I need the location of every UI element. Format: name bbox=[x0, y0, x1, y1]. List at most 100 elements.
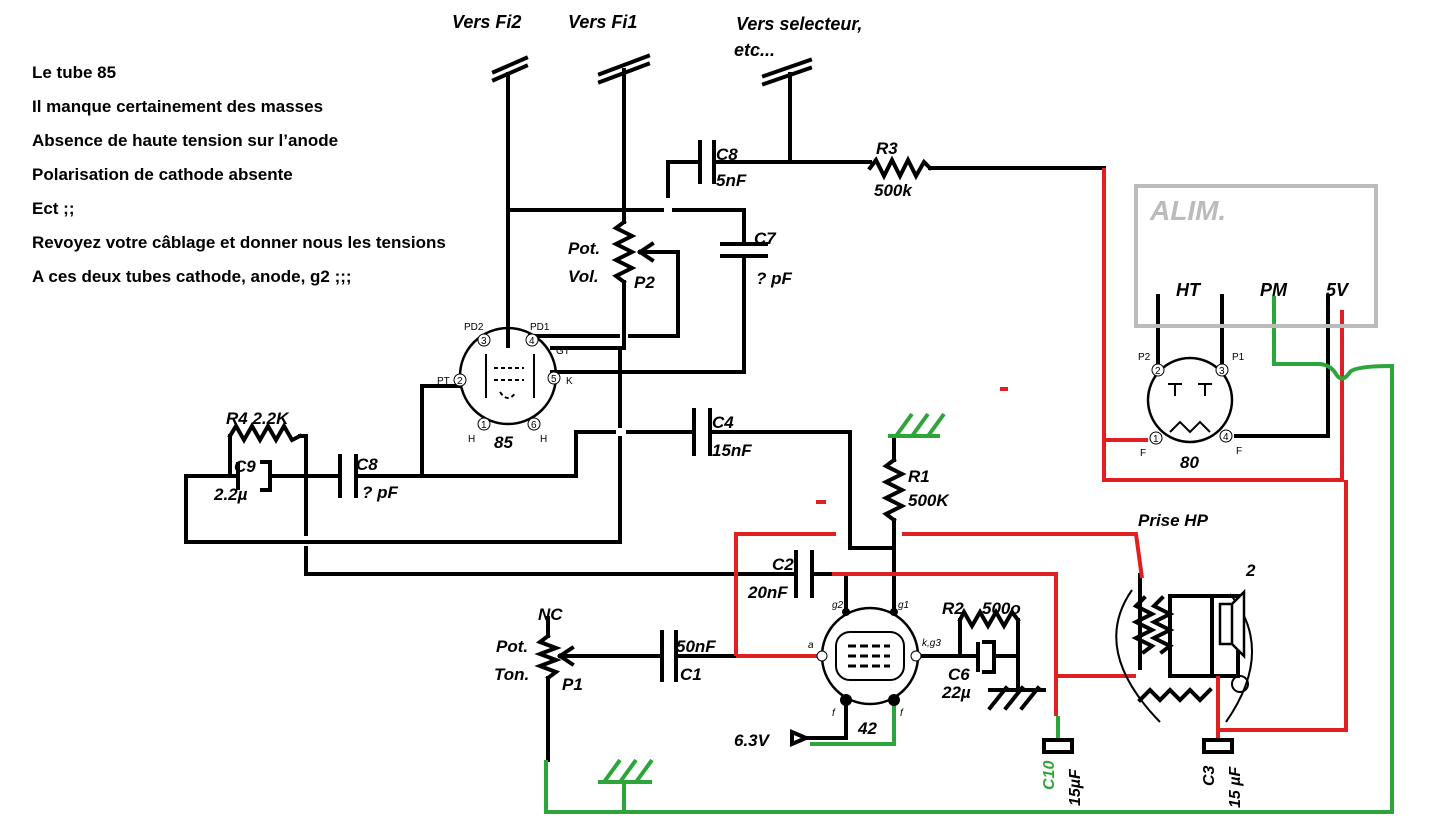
label-c1: C1 bbox=[680, 665, 702, 684]
ground-symbols bbox=[598, 412, 1046, 784]
arrow-left-icon bbox=[790, 728, 812, 748]
pin-label: PT bbox=[437, 376, 450, 387]
label-p1: P1 bbox=[562, 675, 583, 694]
label-alim: ALIM. bbox=[1149, 195, 1226, 226]
label-pot-vol-2: Vol. bbox=[568, 267, 599, 286]
label-prise-hp: Prise HP bbox=[1138, 511, 1209, 530]
pin-label: 3 bbox=[1219, 366, 1225, 377]
label-nc: NC bbox=[538, 605, 563, 624]
label-p2: P2 bbox=[634, 273, 655, 292]
pin-label: H bbox=[540, 434, 547, 445]
label-hp-pin: 2 bbox=[1245, 561, 1256, 580]
label-pm: PM bbox=[1260, 280, 1288, 300]
label-pot-ton-2: Ton. bbox=[494, 665, 529, 684]
note-line: Revoyez votre câblage et donner nous les… bbox=[32, 233, 446, 252]
wiring-red bbox=[734, 168, 1348, 740]
pin-label: PD2 bbox=[464, 322, 484, 333]
alim-box bbox=[1134, 184, 1378, 328]
label-c10: C10 bbox=[1041, 761, 1058, 790]
pin-label: F bbox=[1236, 446, 1242, 457]
label-c6-value: 22µ bbox=[941, 683, 971, 702]
pin-label: g2 bbox=[832, 600, 844, 611]
label-pot-ton-1: Pot. bbox=[496, 637, 528, 656]
label-r2: R2 bbox=[942, 599, 964, 618]
label-c2: C2 bbox=[772, 555, 794, 574]
label-vers-fi1: Vers Fi1 bbox=[568, 12, 637, 32]
pin-label: k,g3 bbox=[922, 638, 941, 649]
label-c8-left-value: ? pF bbox=[362, 483, 398, 502]
label-r4: R4 2.2K bbox=[226, 409, 290, 428]
capacitors bbox=[236, 140, 1234, 754]
tube-42 bbox=[816, 606, 922, 706]
pin-label: 4 bbox=[529, 336, 535, 347]
pin-label: K bbox=[566, 376, 573, 387]
pin-label: f bbox=[832, 708, 836, 719]
component-labels: Vers Fi2 Vers Fi1 Vers selecteur, etc...… bbox=[213, 12, 1350, 808]
ground-icon bbox=[888, 412, 946, 438]
label-c6: C6 bbox=[948, 665, 970, 684]
label-c9-value: 2.2µ bbox=[213, 485, 248, 504]
review-notes: Le tube 85 Il manque certainement des ma… bbox=[32, 62, 502, 300]
pin-label: f bbox=[900, 708, 904, 719]
label-c4-value: 15nF bbox=[712, 441, 752, 460]
pin-label: 1 bbox=[1153, 434, 1159, 445]
pin-label: P2 bbox=[1138, 352, 1151, 363]
pin-label: 2 bbox=[1155, 366, 1161, 377]
input-arrows bbox=[491, 53, 813, 87]
label-tube-80: 80 bbox=[1180, 453, 1199, 472]
label-c3-value: 15 µF bbox=[1227, 766, 1244, 808]
note-line: A ces deux tubes cathode, anode, g2 ;;; bbox=[32, 267, 352, 286]
label-r1: R1 bbox=[908, 467, 930, 486]
label-c7: C7 bbox=[754, 229, 777, 248]
label-vers-selecteur: Vers selecteur, bbox=[736, 14, 862, 34]
note-line: Il manque certainement des masses bbox=[32, 97, 324, 116]
pin-label: GT bbox=[556, 346, 570, 357]
note-line: Le tube 85 bbox=[32, 63, 117, 82]
pin-labels: PD2 PD1 PT GT K H H 3 4 2 5 1 6 P2 P1 F … bbox=[437, 322, 1245, 719]
pin-label: 4 bbox=[1223, 432, 1229, 443]
label-r3-value: 500k bbox=[874, 181, 913, 200]
wiring-black bbox=[184, 68, 1330, 762]
pin-label: 2 bbox=[457, 376, 463, 387]
speaker-hp bbox=[1115, 588, 1254, 723]
wiring-green bbox=[544, 296, 1394, 814]
label-c8-top: C8 bbox=[716, 145, 738, 164]
label-tube-85: 85 bbox=[494, 433, 513, 452]
tube-85 bbox=[453, 326, 561, 431]
label-c3: C3 bbox=[1201, 765, 1218, 786]
label-c4: C4 bbox=[712, 413, 734, 432]
ground-icon bbox=[598, 758, 654, 784]
pin-label: a bbox=[808, 640, 814, 651]
label-etc: etc... bbox=[734, 40, 775, 60]
label-c8-top-value: 5nF bbox=[716, 171, 747, 190]
pin-label: 3 bbox=[481, 336, 487, 347]
resistors bbox=[227, 155, 1021, 681]
label-c9: C9 bbox=[234, 457, 256, 476]
pin-label: g1 bbox=[898, 600, 909, 611]
pin-label: P1 bbox=[1232, 352, 1245, 363]
pin-label: 1 bbox=[481, 420, 487, 431]
label-vers-fi2: Vers Fi2 bbox=[452, 12, 521, 32]
pin-label: 5 bbox=[551, 374, 557, 385]
label-pot-vol-1: Pot. bbox=[568, 239, 600, 258]
label-c7-value: ? pF bbox=[756, 269, 792, 288]
label-c8-left: C8 bbox=[356, 455, 378, 474]
label-c2-value: 20nF bbox=[747, 583, 788, 602]
ground-icon bbox=[987, 685, 1046, 711]
label-c10-value: 15µF bbox=[1067, 768, 1084, 806]
pin-label: H bbox=[468, 434, 475, 445]
label-5v: 5V bbox=[1326, 280, 1350, 300]
label-r1-value: 500K bbox=[908, 491, 950, 510]
label-r2-value: 500o bbox=[982, 599, 1021, 618]
pin-label: F bbox=[1140, 448, 1146, 459]
label-r3: R3 bbox=[876, 139, 898, 158]
label-6-3v: 6.3V bbox=[734, 731, 771, 750]
tube-80 bbox=[1146, 356, 1234, 445]
pin-label: 6 bbox=[531, 420, 537, 431]
note-line: Polarisation de cathode absente bbox=[32, 165, 293, 184]
label-c1-value: 50nF bbox=[676, 637, 716, 656]
pin-label: PD1 bbox=[530, 322, 550, 333]
note-line: Absence de haute tension sur l’anode bbox=[32, 131, 339, 150]
